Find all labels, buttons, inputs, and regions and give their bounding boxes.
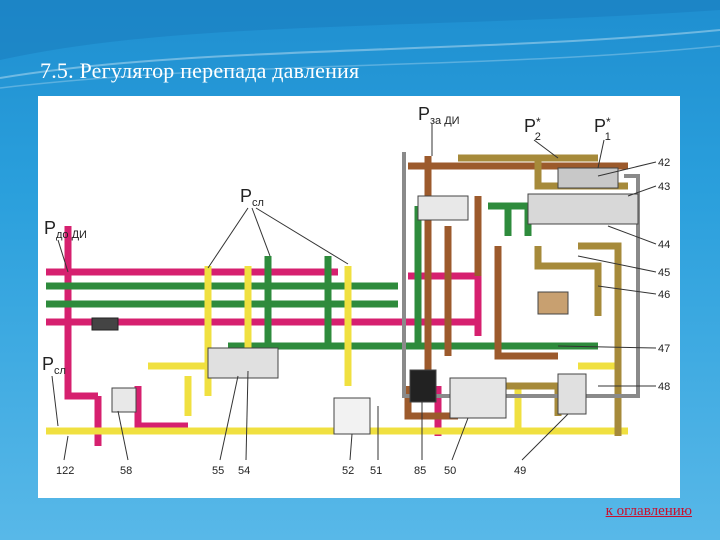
callout-number: 42 xyxy=(658,157,670,169)
green-lines xyxy=(46,202,598,350)
pressure-labels: Pза ДИ P*2 P*1 Pсл Pдо ДИ Pсл xyxy=(42,104,611,377)
callout-number: 52 xyxy=(342,465,354,477)
magenta-line xyxy=(134,386,188,430)
callout-number: 50 xyxy=(444,465,456,477)
olive-line xyxy=(578,242,622,436)
valve-body xyxy=(527,193,639,225)
callout-leader xyxy=(451,417,469,461)
valve-body xyxy=(449,377,507,419)
valve-body xyxy=(557,167,619,189)
right-callouts: 42 43 44 45 46 47 48 xyxy=(557,157,670,393)
callout-leader xyxy=(521,413,569,461)
label-leaders xyxy=(51,124,605,427)
valve-body xyxy=(111,387,137,413)
callout-number: 47 xyxy=(658,343,670,355)
valve-body xyxy=(207,347,279,379)
callout-leader xyxy=(219,375,239,461)
callout-leader xyxy=(627,185,657,197)
callout-leader xyxy=(597,285,657,295)
toc-link[interactable]: к оглавлению xyxy=(605,503,692,519)
callout-number: 51 xyxy=(370,465,382,477)
callout-number: 85 xyxy=(414,465,426,477)
label-p-sl-left: Pсл xyxy=(42,354,66,377)
callout-leader xyxy=(117,410,129,461)
callout-leader xyxy=(63,435,69,461)
callout-number: 49 xyxy=(514,465,526,477)
callout-number: 122 xyxy=(56,465,74,477)
label-p-sl-top: Pсл xyxy=(240,186,264,209)
callout-number: 45 xyxy=(658,267,670,279)
callout-number: 43 xyxy=(658,181,670,193)
callout-number: 55 xyxy=(212,465,224,477)
olive-line xyxy=(534,246,602,316)
callout-number: 58 xyxy=(120,465,132,477)
callout-number: 46 xyxy=(658,289,670,301)
callout-leader xyxy=(349,433,353,461)
grey-lines xyxy=(402,152,640,398)
magenta-line xyxy=(64,226,98,400)
valve-body xyxy=(409,369,437,403)
callout-leader xyxy=(607,225,657,245)
label-p-do-di: Pдо ДИ xyxy=(44,218,87,241)
bottom-callouts: 122 58 55 54 52 51 85 50 49 xyxy=(56,370,569,477)
valve-body xyxy=(537,291,569,315)
callout-leader xyxy=(557,345,657,349)
callout-number: 54 xyxy=(238,465,250,477)
diagram-panel: Pза ДИ P*2 P*1 Pсл Pдо ДИ Pсл 42 43 44 45 46… xyxy=(38,96,680,498)
callout-leader xyxy=(597,161,657,177)
pressure-regulator-diagram: Pза ДИ P*2 P*1 Pсл Pдо ДИ Pсл 42 43 44 45 46… xyxy=(42,104,670,477)
slide-title: 7.5. Регулятор перепада давления xyxy=(40,58,360,83)
grey-line xyxy=(402,152,640,398)
valve-body xyxy=(333,397,371,435)
label-p-za-di: Pза ДИ xyxy=(418,104,460,127)
callout-number: 48 xyxy=(658,381,670,393)
callout-leader xyxy=(577,255,657,273)
callout-number: 44 xyxy=(658,239,670,251)
valve-body xyxy=(91,317,119,331)
label-p1-star: P*1 xyxy=(594,115,611,143)
valve-assemblies xyxy=(91,167,639,435)
header-wave-decoration xyxy=(0,0,720,89)
label-p2-star: P*2 xyxy=(524,115,541,143)
brown-line xyxy=(494,246,558,360)
callout-leader xyxy=(245,370,249,461)
valve-body xyxy=(417,195,469,221)
valve-body xyxy=(557,373,587,415)
